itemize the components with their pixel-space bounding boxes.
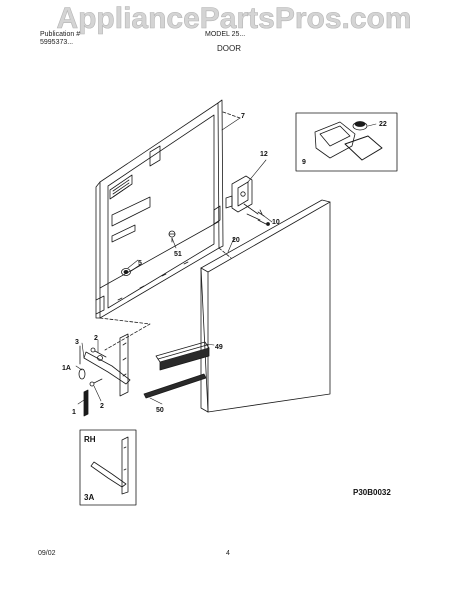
callout-3: 3: [75, 339, 79, 346]
inset-box-dispenser: [295, 112, 398, 172]
callout-5: 5: [138, 260, 142, 267]
callout-2-upper: 2: [94, 335, 98, 342]
callout-22: 22: [379, 121, 387, 128]
plug-5: [121, 264, 141, 276]
publication-info: Publication # 5995373...: [40, 31, 80, 47]
callout-49: 49: [215, 344, 223, 351]
callout-51: 51: [174, 251, 182, 258]
inner-door-liner: [95, 99, 241, 351]
clip-51: [168, 230, 176, 243]
watermark-text: AppliancePartsPros.com: [56, 2, 411, 35]
watermark: AppliancePartsPros.com: [56, 2, 412, 36]
inset-box-rh-hinge: [79, 429, 137, 506]
callout-2-lower: 2: [100, 403, 104, 410]
callout-20: 20: [232, 237, 240, 244]
model-label: MODEL 25...: [205, 31, 246, 38]
footer-date: 09/02: [38, 550, 56, 557]
callout-10: 10: [272, 219, 280, 226]
inset-label-3a: 3A: [84, 493, 94, 502]
publication-number: 5995373...: [40, 39, 74, 46]
outer-door-panel: [200, 199, 331, 413]
screws-10: [257, 209, 270, 226]
section-title: DOOR: [217, 44, 241, 53]
drawing-number: P30B0032: [353, 488, 391, 497]
trim-strip-49: [155, 341, 210, 371]
callout-7: 7: [241, 113, 245, 120]
hinge-assembly: [78, 333, 131, 417]
callout-9: 9: [302, 159, 306, 166]
callout-50: 50: [156, 407, 164, 414]
leader-lines: [75, 117, 273, 405]
latch-assembly: [225, 175, 261, 221]
inset-label-rh: RH: [84, 435, 96, 444]
callout-12: 12: [260, 151, 268, 158]
page-number: 4: [226, 550, 230, 557]
callout-1a: 1A: [62, 365, 71, 372]
callout-1: 1: [72, 409, 76, 416]
trim-strip-50: [143, 373, 207, 399]
publication-label: Publication #: [40, 31, 81, 38]
